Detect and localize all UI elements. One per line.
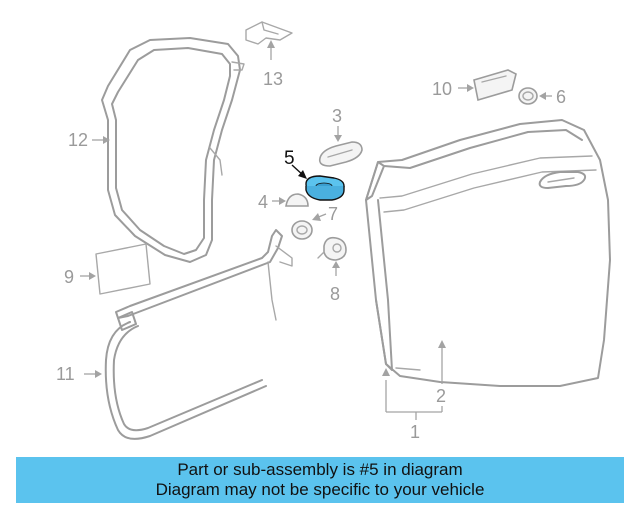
part-12-weatherstrip — [101, 37, 245, 263]
door-handle — [538, 171, 587, 189]
parts-diagram: 13 12 9 11 3 5 — [56, 21, 611, 442]
callout-11: 11 — [56, 364, 75, 384]
callout-7: 7 — [328, 204, 338, 224]
callout-6: 6 — [556, 87, 566, 107]
part-9-pad — [95, 243, 151, 295]
part-8-grommet — [317, 236, 347, 261]
info-banner: Part or sub-assembly is #5 in diagram Di… — [16, 457, 624, 503]
part-1-door-shell — [365, 119, 611, 387]
part-10-molding — [473, 69, 517, 102]
callout-12: 12 — [68, 130, 88, 150]
callout-8: 8 — [330, 284, 340, 304]
callout-5: 5 — [284, 148, 295, 169]
part-11-lower-weatherstrip — [104, 229, 293, 440]
part-4-bumper — [285, 193, 309, 207]
part-5-highlighted — [305, 175, 345, 201]
part-6-plug — [518, 87, 538, 105]
callout-1: 1 — [410, 422, 420, 442]
callout-13: 13 — [263, 69, 283, 89]
callout-9: 9 — [64, 267, 74, 287]
callout-4: 4 — [258, 192, 268, 212]
callout-2: 2 — [436, 386, 446, 406]
callout-10: 10 — [432, 79, 452, 99]
callout-3: 3 — [332, 106, 342, 126]
part-13-bracket — [245, 21, 293, 45]
banner-line-1: Part or sub-assembly is #5 in diagram — [177, 460, 463, 479]
part-7-plug — [291, 220, 313, 240]
part-3-cover — [318, 141, 363, 167]
banner-line-2: Diagram may not be specific to your vehi… — [155, 480, 485, 499]
